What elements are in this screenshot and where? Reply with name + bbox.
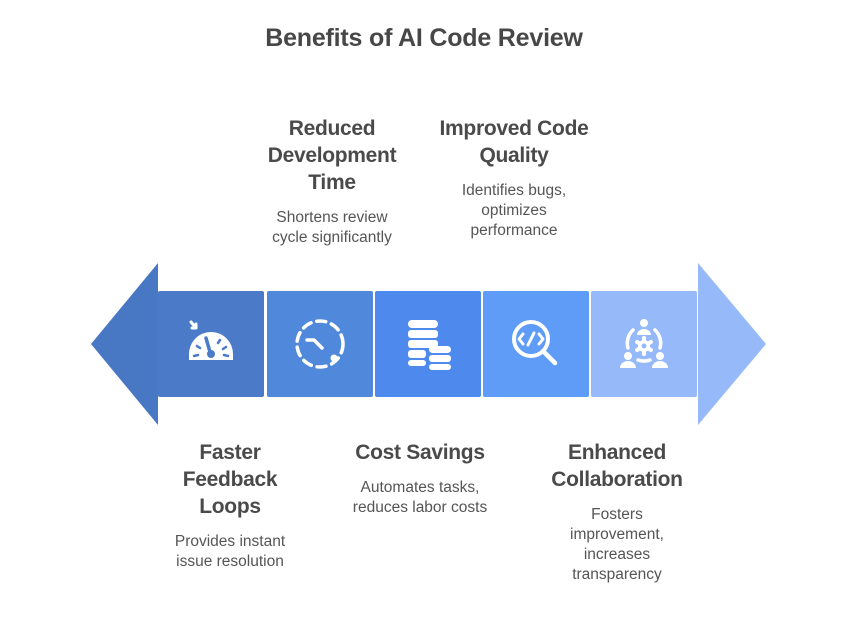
step-heading: Faster Feedback Loops (182, 441, 278, 518)
step-label-faster-feedback: Faster Feedback Loops Provides instant i… (130, 439, 330, 572)
coin-stacks-icon (408, 320, 451, 370)
step-description: Automates tasks, reduces labor costs (352, 479, 488, 516)
code-search-icon (512, 320, 558, 366)
step-description: Identifies bugs, optimizes performance (461, 182, 567, 239)
step-heading: Enhanced Collaboration (551, 441, 683, 491)
right-arrow-head (698, 263, 766, 425)
step-box-code-quality (483, 291, 589, 397)
step-heading: Improved Code Quality (439, 117, 589, 167)
step-label-reduced-time: Reduced Development Time Shortens review… (232, 115, 432, 248)
speedometer-icon (189, 320, 233, 360)
step-heading: Reduced Development Time (267, 117, 397, 194)
step-box-collaboration (591, 291, 697, 397)
step-description: Provides instant issue resolution (174, 533, 286, 570)
step-description: Fosters improvement, increases transpare… (570, 506, 664, 583)
step-box-cost-savings (375, 291, 481, 397)
step-box-reduced-time (267, 291, 373, 397)
diagram-title: Benefits of AI Code Review (265, 24, 583, 52)
step-label-code-quality: Improved Code Quality Identifies bugs, o… (414, 115, 614, 241)
step-heading: Cost Savings (355, 441, 485, 464)
dashed-clock-icon (295, 319, 345, 369)
step-description: Shortens review cycle significantly (272, 209, 392, 246)
left-arrow-head (91, 263, 158, 425)
step-label-collaboration: Enhanced Collaboration Fosters improveme… (517, 439, 717, 585)
step-label-cost-savings: Cost Savings Automates tasks, reduces la… (320, 439, 520, 518)
team-collaboration-icon (620, 319, 668, 368)
step-box-faster-feedback (158, 291, 264, 397)
